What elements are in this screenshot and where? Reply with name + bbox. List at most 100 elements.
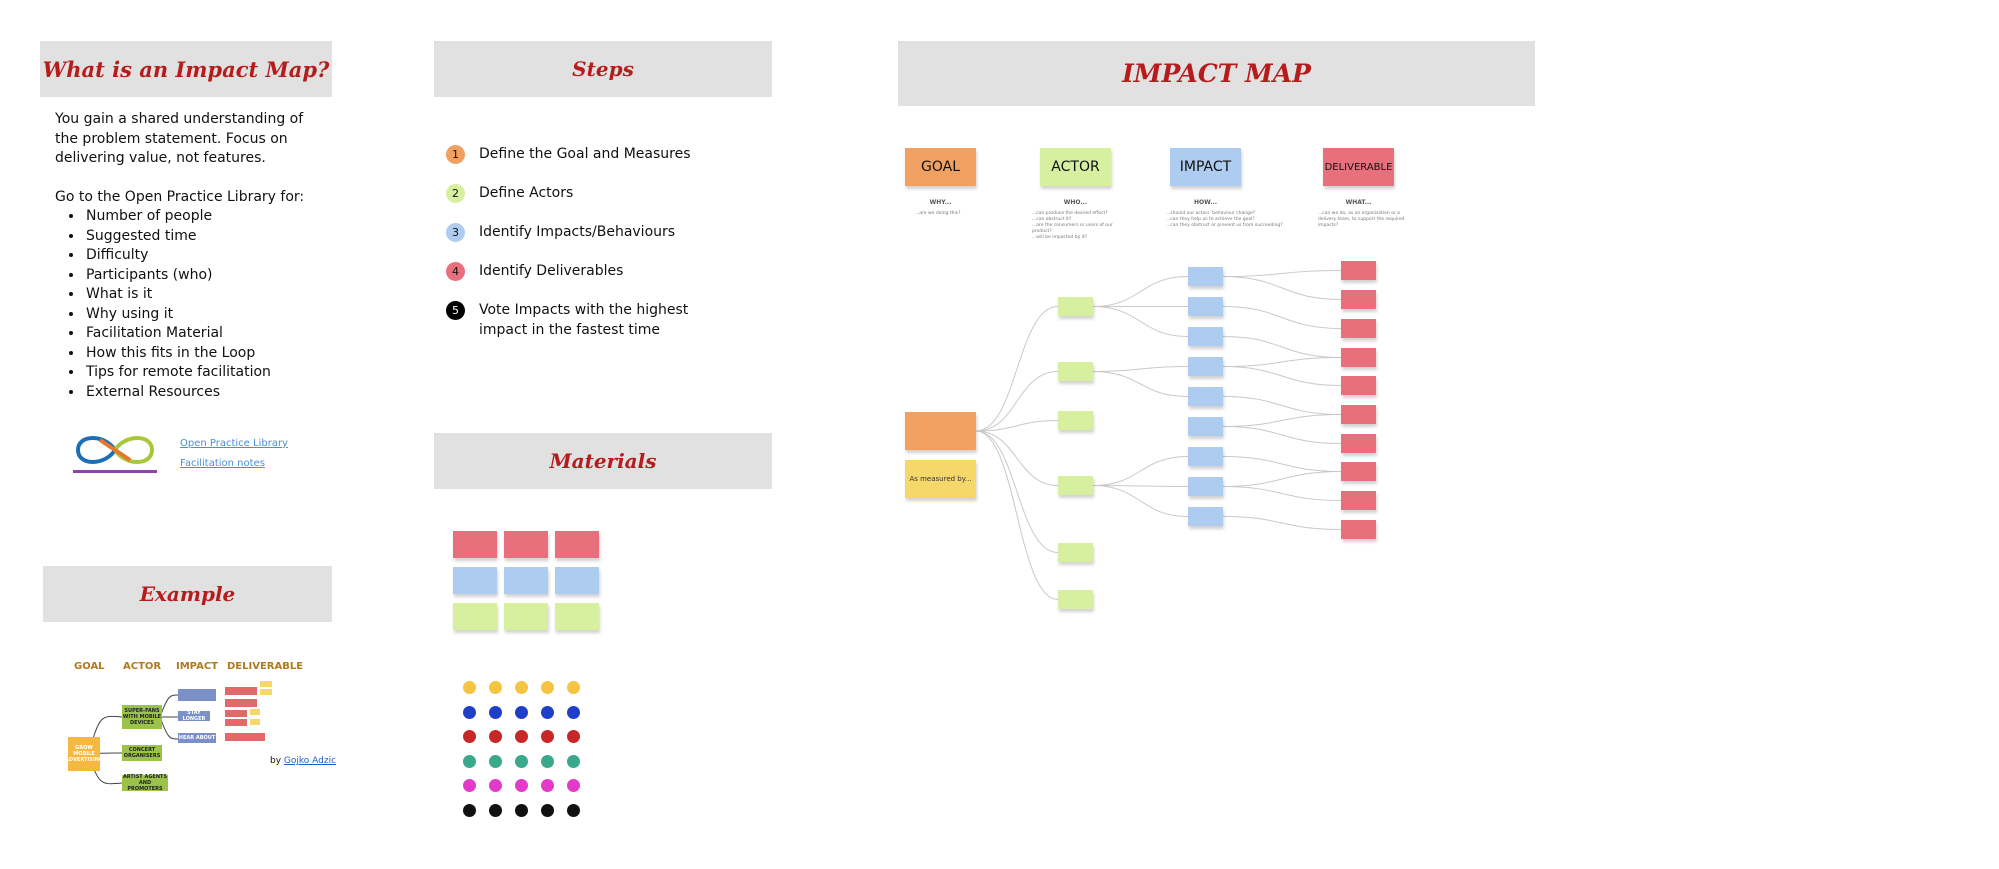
voting-dot[interactable] [463,803,476,817]
voting-dot[interactable] [567,705,580,719]
voting-dot[interactable] [489,681,502,694]
connector-line [1222,396,1342,415]
material-sticky-note[interactable] [453,567,497,594]
impact-sticky[interactable] [1188,297,1223,316]
example-goal-card: GROW MOBILE ADVERTISING [65,737,103,771]
goal-sticky[interactable] [905,412,976,450]
intro-lead: Go to the Open Practice Library for: [55,189,305,205]
impact-sticky[interactable] [1188,417,1223,436]
actor-subtext: ...can produce the desired effect? ...ca… [1032,211,1113,240]
impact-sticky[interactable] [1188,477,1223,496]
goal-subtext: ...are we doing this? [915,211,961,216]
intro-title: What is an Impact Map? [40,41,332,97]
deliverable-sticky[interactable] [1341,261,1376,280]
connector-line [1092,306,1189,337]
example-small-card [260,689,272,695]
measure-sticky[interactable]: As measured by... [905,460,976,498]
example-column-deliverable: DELIVERABLE [227,661,304,672]
voting-dot[interactable] [567,754,580,768]
voting-dot[interactable] [489,779,502,792]
voting-dot[interactable] [489,730,502,743]
goal-caption: WHY... [929,199,952,206]
voting-dot[interactable] [541,754,554,768]
actor-sticky[interactable] [1058,411,1093,430]
voting-dot[interactable] [489,803,502,817]
impact-sticky[interactable] [1188,267,1223,286]
material-sticky-note[interactable] [453,603,497,630]
actor-sticky[interactable] [1058,362,1093,381]
voting-dot[interactable] [567,730,580,743]
voting-dot[interactable] [463,681,476,694]
voting-dot[interactable] [515,681,528,694]
impact-caption: HOW... [1193,199,1218,206]
connector-line [975,430,1059,553]
impact-sticky[interactable] [1188,357,1223,376]
facilitation-notes-link[interactable]: Facilitation notes [180,458,265,469]
actor-sticky[interactable] [1058,543,1093,562]
voting-dot[interactable] [541,779,554,792]
deliverable-header[interactable]: DELIVERABLE [1323,148,1394,186]
open-practice-library-link[interactable]: Open Practice Library [180,438,288,449]
voting-dot[interactable] [489,754,502,768]
step-text: Vote Impacts with the highest impact in … [479,302,689,338]
connector-line [1222,306,1342,329]
material-sticky-note[interactable] [555,531,599,558]
connector-line [1092,276,1189,307]
impact-header[interactable]: IMPACT [1170,148,1241,186]
voting-dot[interactable] [541,803,554,817]
impact-sticky[interactable] [1188,447,1223,466]
voting-dot[interactable] [463,705,476,719]
deliverable-sticky[interactable] [1341,405,1376,424]
connector-line [1092,456,1189,486]
voting-dot[interactable] [541,705,554,719]
gojko-adzic-link[interactable]: Gojko Adzic [283,756,337,766]
material-sticky-note[interactable] [555,567,599,594]
voting-dot[interactable] [515,730,528,743]
voting-dot[interactable] [515,803,528,817]
connector-line [975,420,1059,432]
example-actor-card-3: ARTIST AGENTS AND PROMOTERS [122,774,168,792]
voting-dot[interactable] [567,779,580,792]
deliverable-sticky[interactable] [1341,491,1376,510]
impact-sticky[interactable] [1188,327,1223,346]
step-text: Define the Goal and Measures [479,146,691,162]
impact-sticky[interactable] [1188,387,1223,406]
deliverable-sticky[interactable] [1341,376,1376,395]
impact-sticky[interactable] [1188,507,1223,526]
voting-dot[interactable] [463,754,476,768]
list-item: Suggested time [84,227,271,247]
voting-dot[interactable] [515,779,528,792]
goal-header[interactable]: GOAL [905,148,976,186]
deliverable-sticky[interactable] [1341,434,1376,453]
voting-dot[interactable] [567,803,580,817]
deliverable-sticky[interactable] [1341,319,1376,338]
example-column-actor: ACTOR [123,661,162,672]
deliverable-sticky[interactable] [1341,348,1376,367]
example-deliverable-card [225,699,257,707]
list-item: Difficulty [84,246,271,266]
material-sticky-note[interactable] [453,531,497,558]
material-sticky-note[interactable] [555,603,599,630]
actor-sticky[interactable] [1058,476,1093,495]
material-sticky-note[interactable] [504,603,548,630]
voting-dot[interactable] [541,730,554,743]
voting-dot[interactable] [515,754,528,768]
list-item: Number of people [84,207,271,227]
deliverable-sticky[interactable] [1341,462,1376,481]
material-sticky-note[interactable] [504,531,548,558]
materials-title: Materials [434,433,772,489]
deliverable-sticky[interactable] [1341,290,1376,309]
voting-dot[interactable] [515,705,528,719]
voting-dot[interactable] [541,681,554,694]
actor-sticky[interactable] [1058,297,1093,316]
deliverable-sticky[interactable] [1341,520,1376,539]
voting-dot[interactable] [489,705,502,719]
actor-sticky[interactable] [1058,590,1093,609]
voting-dot[interactable] [463,779,476,792]
intro-paragraph: You gain a shared understanding of the p… [55,111,304,166]
voting-dot[interactable] [463,730,476,743]
voting-dot[interactable] [567,681,580,694]
step-5: 5 Vote Impacts with the highest impact i… [446,301,746,340]
actor-header[interactable]: ACTOR [1040,148,1111,186]
material-sticky-note[interactable] [504,567,548,594]
